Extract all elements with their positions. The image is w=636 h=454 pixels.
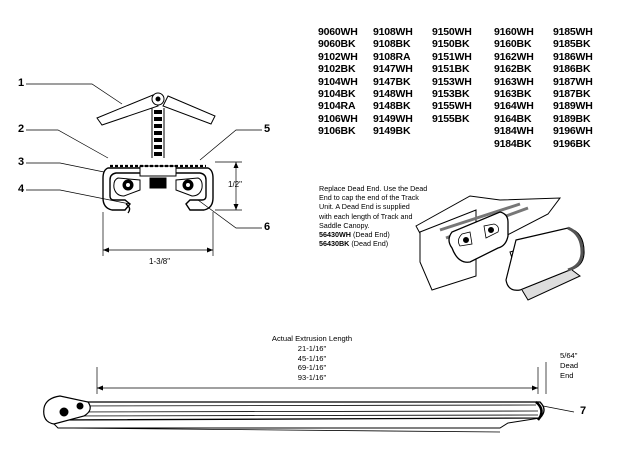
part-number: 9155BK [432,112,470,125]
dead-end-isometric [415,195,585,301]
part-number: 9196WH [553,125,593,138]
part-number: 9163BK [494,88,532,101]
extrusion-length-value: 93-1/16" [297,373,327,383]
note-line: Unit. A Dead End is supplied [319,202,410,212]
part-number: 9149WH [373,112,413,125]
part-number: 9196BK [553,137,591,150]
height-dimension-label: 1/2" [228,180,242,189]
part-number: 9148WH [373,88,413,101]
part-number: 9153BK [432,88,470,101]
part-code: 56430BK [319,239,350,249]
callout-1: 1 [18,77,25,89]
extrusion-elevation [43,362,575,433]
part-number: 9106BK [318,125,356,138]
part-number: 9184WH [494,125,534,138]
part-number: 9153WH [432,75,472,88]
toggle-bolt [96,92,216,158]
extrusion-length-value: 45-1/16" [297,353,327,363]
extrusion-lengths: 21-1/16"45-1/16"69-1/16"93-1/16" [262,344,362,383]
extrusion-length-value: 69-1/16" [297,363,327,373]
part-number: 9187BK [553,88,591,101]
part-number: 9186BK [553,63,591,76]
extrusion-length-label: Actual Extrusion Length 21-1/16"45-1/16"… [262,334,362,383]
part-number: 9104WH [318,75,358,88]
callout-leaders [26,83,262,229]
part-number: 9102BK [318,63,356,76]
part-number: 9155WH [432,100,472,113]
part-number: 9147BK [373,75,411,88]
note-line: Replace Dead End. Use the Dead [319,184,428,193]
part-label: (Dead End) [349,239,389,249]
part-number: 9184BK [494,137,532,150]
part-number: 9164BK [494,112,532,125]
part-number: 9189BK [553,112,591,125]
part-number: 9151WH [432,50,472,63]
dead-end-part-white: 56430WH (Dead End) [319,230,447,239]
part-number: 9163WH [494,75,534,88]
part-number: 9151BK [432,63,470,76]
part-number: 9189WH [553,100,593,113]
part-number: 9104BK [318,88,356,101]
part-number: 9150WH [432,26,472,38]
part-number: 9160BK [494,38,532,51]
part-number: 9186WH [553,50,593,63]
part-number: 9162WH [494,50,534,63]
part-number: 9108BK [373,38,411,51]
dead-end-part-black: 56430BK (Dead End) [319,239,447,248]
extrusion-title: Actual Extrusion Length [271,334,353,343]
callout-3: 3 [18,156,25,168]
callout-4: 4 [18,183,25,195]
part-number: 9106WH [318,112,358,125]
callout-5: 5 [264,123,271,135]
dimension-lines [102,161,242,256]
part-number: 9108WH [373,26,413,38]
part-label: (Dead End) [350,230,390,240]
part-number: 9164WH [494,100,534,113]
width-dimension-label: 1-3/8" [149,257,171,266]
callout-2: 2 [18,123,25,135]
extrusion-length-value: 21-1/16" [297,343,327,353]
part-number: 9160WH [494,26,534,38]
part-number: 9104RA [318,100,356,113]
part-number: 9108RA [373,50,411,63]
part-number: 9149BK [373,125,411,138]
callout-6: 6 [264,221,271,233]
part-number: 9102WH [318,50,358,63]
track-cross-section [102,164,214,214]
part-number: 9060WH [318,26,358,38]
part-code: 56430WH [319,230,351,240]
part-number: 9148BK [373,100,411,113]
part-number: 9185WH [553,26,593,38]
note-line: with each length of Track and [319,211,413,221]
part-number: 9150BK [432,38,470,51]
part-number: 9147WH [373,63,413,76]
part-number: 9185BK [553,38,591,51]
part-number: 9187WH [553,75,593,88]
dead-end-dim-line: Dead [560,360,579,370]
part-number: 9060BK [318,38,356,51]
part-number: 9162BK [494,63,532,76]
note-line: Saddle Canopy. [319,220,370,230]
note-line: End to cap the end of the Track [319,193,419,203]
dead-end-dim-line: End [560,370,574,380]
callout-7: 7 [580,405,587,417]
dead-end-dim-line: 5/64" [560,351,578,360]
